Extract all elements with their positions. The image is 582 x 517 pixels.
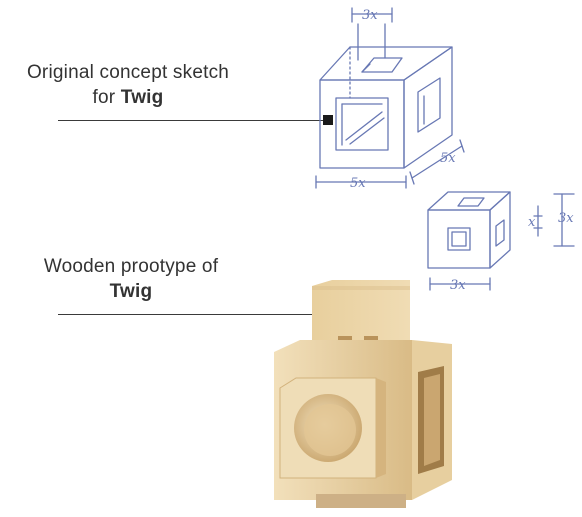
prototype-top-block (312, 280, 410, 346)
top-width-label: 3x (362, 8, 378, 23)
sketch-leader-line (58, 120, 324, 121)
sketch-caption-name: Twig (120, 87, 164, 108)
small-height-dimension (533, 193, 575, 247)
side-depth-dimension (409, 139, 465, 185)
side-depth-label: 5x (440, 151, 456, 166)
small-width-dimension (429, 277, 491, 291)
top-width-dimension (351, 7, 393, 23)
small-height-label: 3x (558, 211, 574, 226)
front-width-dimension (315, 175, 407, 189)
prototype-caption: Wooden prootype of Twig (16, 254, 246, 304)
sketch-marker (323, 115, 333, 125)
small-cube-sketch (427, 191, 511, 269)
small-inner-label: x (528, 215, 536, 230)
front-width-label: 5x (350, 176, 366, 191)
sketch-caption-prefix: for (92, 87, 121, 108)
prototype-main-block (274, 340, 452, 508)
small-width-label: 3x (450, 278, 466, 293)
prototype-leader-line (58, 314, 320, 315)
sketch-caption-line1: Original concept sketch (26, 62, 230, 83)
large-cube-sketch (319, 23, 453, 169)
prototype-caption-line1: Wooden prootype of (43, 256, 219, 277)
prototype-caption-name: Twig (109, 281, 153, 302)
sketch-caption: Original concept sketch for Twig (0, 60, 256, 110)
